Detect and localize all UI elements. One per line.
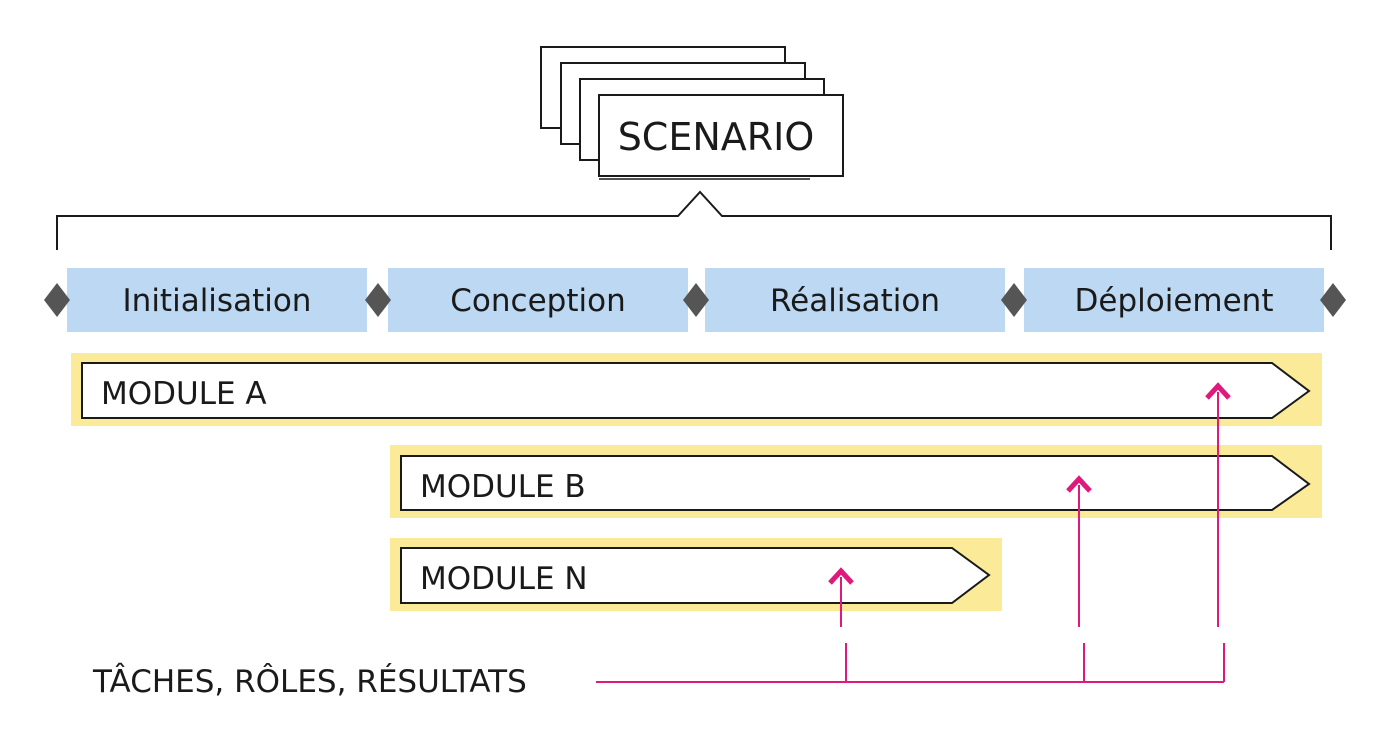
module-b-label: MODULE B [420,469,586,505]
milestone-diamond-1 [44,283,70,317]
phase-label-initialisation: Initialisation [123,283,312,319]
milestone-diamond-3 [683,283,709,317]
scenario-label: SCENARIO [618,115,815,159]
module-n-label: MODULE N [420,561,588,597]
footer-label: TÂCHES, RÔLES, RÉSULTATS [92,663,527,700]
module-n: MODULE N [390,538,1002,611]
module-a-caret-icon [1205,382,1231,400]
scenario-card-front [598,94,844,177]
milestone-diamond-4 [1001,283,1027,317]
task-connectors [596,382,1231,683]
phase-label-deploiement: Déploiement [1075,283,1274,319]
milestone-diamond-2 [365,283,391,317]
module-a-arrow [81,362,1311,419]
phase-label-conception: Conception [450,283,625,319]
module-b: MODULE B [390,445,1322,518]
phase-box-conception [388,268,688,332]
scenario-document-stack: SCENARIO [540,46,844,180]
module-a-label: MODULE A [101,376,267,412]
module-n-caret-icon [828,567,854,585]
phase-box-deploiement [1024,268,1324,332]
phase-label-realisation: Réalisation [770,283,940,319]
phase-bar: Initialisation Conception Réalisation Dé… [44,268,1346,332]
milestone-diamond-5 [1320,283,1346,317]
module-b-arrow [400,455,1311,511]
phase-box-realisation [705,268,1005,332]
phase-box-initialisation [67,268,367,332]
module-a: MODULE A [71,353,1322,426]
module-b-caret-icon [1066,475,1092,493]
scenario-brace [56,190,1332,250]
